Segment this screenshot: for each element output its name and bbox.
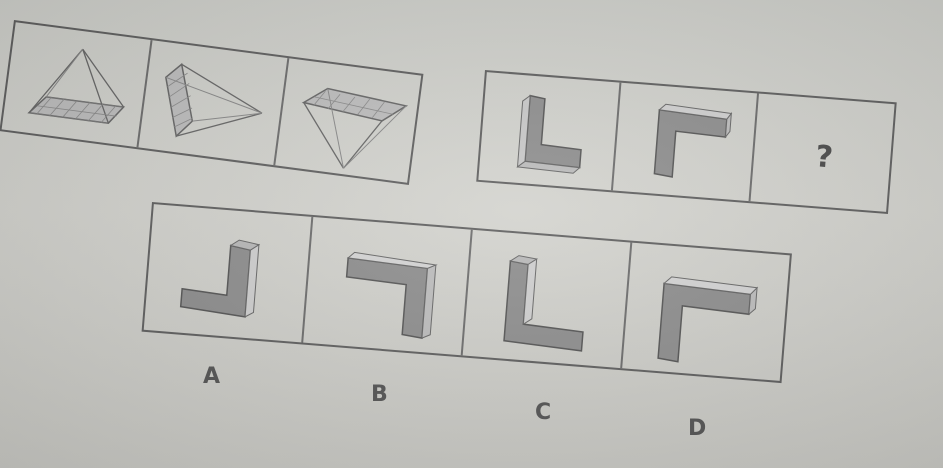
option-a-label: A <box>203 364 220 389</box>
option-d-label: D <box>688 416 706 441</box>
option-b-shape-icon <box>303 217 473 359</box>
option-d-cell[interactable] <box>622 243 794 382</box>
option-b-cell[interactable] <box>303 217 473 355</box>
option-a-shape-icon <box>143 204 313 346</box>
option-c-cell[interactable] <box>463 230 633 368</box>
sequence-cell-3: ? <box>751 94 899 213</box>
options-strip <box>142 202 792 383</box>
option-a-cell[interactable] <box>144 204 314 342</box>
sequence-cell-1 <box>478 72 621 190</box>
l-shape-icon <box>478 72 621 194</box>
option-d-shape-icon <box>622 243 794 386</box>
option-c-shape-icon <box>462 230 632 372</box>
pyramid-front-view <box>1 22 152 151</box>
pyramid-strip <box>0 20 423 185</box>
pyramid-inverted-view <box>275 58 425 187</box>
pyramid-cell-3 <box>275 58 425 183</box>
option-b-label: B <box>371 382 388 407</box>
option-c-label: C <box>535 400 551 425</box>
pyramid-cell-1 <box>2 22 153 147</box>
sequence-strip: ? <box>476 70 897 214</box>
question-mark: ? <box>753 134 895 180</box>
pyramid-cell-2 <box>138 40 289 165</box>
pyramid-side-view <box>138 40 289 169</box>
sequence-cell-2 <box>613 83 759 201</box>
corner-shape-icon <box>613 83 759 205</box>
